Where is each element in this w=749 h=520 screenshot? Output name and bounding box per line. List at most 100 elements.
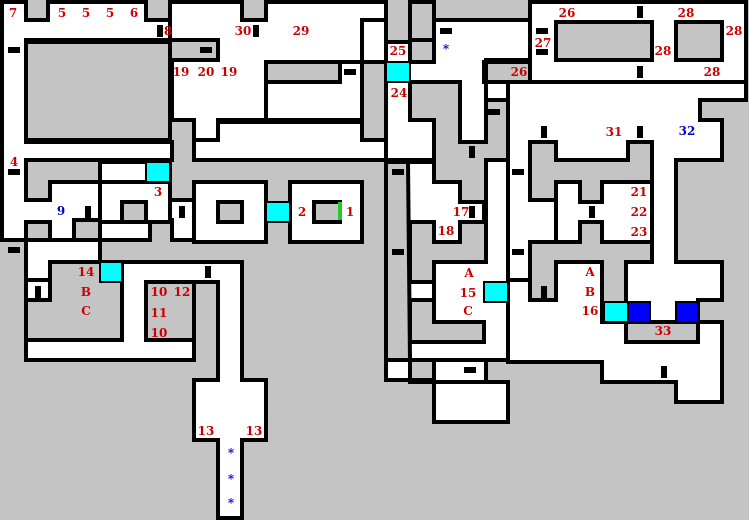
- door: [8, 169, 20, 175]
- room-label-r5b: 5: [81, 6, 91, 20]
- room-16: [506, 260, 724, 404]
- door: [205, 266, 211, 278]
- room-label-r19b: 19: [220, 65, 238, 79]
- room-24: [384, 18, 532, 162]
- pillar: [312, 200, 342, 224]
- door: [661, 366, 667, 378]
- secret-door: [338, 202, 342, 220]
- room-label-r28d: 28: [703, 65, 721, 79]
- pit-tile: [627, 301, 651, 323]
- door: [253, 25, 259, 37]
- door: [200, 47, 212, 53]
- room-label-r33: 33: [654, 324, 672, 338]
- pillar: [24, 40, 172, 142]
- room-21-23: [554, 180, 654, 244]
- room-label-r31: 31: [605, 125, 623, 139]
- room-label-r26b: 26: [510, 65, 528, 79]
- room-label-r26a: 26: [558, 6, 576, 20]
- room-label-r22: 22: [630, 205, 648, 219]
- room-label-r25: 25: [389, 44, 407, 58]
- pillar: [216, 200, 244, 224]
- room-bottom: [432, 380, 510, 424]
- room-label-star-2: *: [227, 472, 235, 486]
- room-label-r30: 30: [234, 24, 252, 38]
- door: [589, 206, 595, 218]
- room-label-r18: 18: [437, 224, 455, 238]
- door: [637, 66, 643, 78]
- water-tile: [385, 61, 411, 83]
- door: [344, 69, 356, 75]
- room-label-r32: 32: [678, 124, 696, 138]
- door: [157, 25, 163, 37]
- door: [35, 286, 41, 298]
- room-label-r20: 20: [197, 65, 215, 79]
- room-label-r9: 9: [56, 204, 66, 218]
- water-tile: [603, 301, 629, 323]
- room-label-r1: 1: [345, 205, 355, 219]
- room-label-rC1: C: [81, 304, 91, 318]
- room-label-r28b: 28: [654, 44, 672, 58]
- room-label-r10a: 10: [150, 285, 168, 299]
- pillar: [554, 20, 654, 62]
- door: [637, 126, 643, 138]
- door: [179, 206, 185, 218]
- room-label-r13a: 13: [197, 424, 215, 438]
- room-label-r29: 29: [292, 24, 310, 38]
- door: [392, 169, 404, 175]
- room-label-r5a: 5: [57, 6, 67, 20]
- water-tile: [265, 201, 291, 223]
- water-tile: [483, 281, 509, 303]
- door: [488, 109, 500, 115]
- room-label-r12: 12: [173, 285, 191, 299]
- door: [8, 247, 20, 253]
- central-corridor: [192, 120, 488, 384]
- room-label-r16: 16: [581, 304, 599, 318]
- pillar: [120, 200, 148, 224]
- room-label-r11: 11: [150, 306, 168, 320]
- water-tile: [99, 261, 123, 283]
- door: [541, 286, 547, 298]
- door: [536, 28, 548, 34]
- room-label-r21: 21: [630, 185, 648, 199]
- room-label-r23: 23: [630, 225, 648, 239]
- room-label-r6: 6: [129, 6, 139, 20]
- room-label-r13b: 13: [245, 424, 263, 438]
- room-label-r17: 17: [452, 205, 470, 219]
- room-label-star-1: *: [227, 446, 235, 460]
- door: [469, 206, 475, 218]
- room-label-r28c: 28: [725, 24, 743, 38]
- room-label-rB1: B: [80, 285, 92, 299]
- room-label-star-top: *: [442, 42, 450, 56]
- door: [464, 367, 476, 373]
- room-label-r24: 24: [390, 86, 408, 100]
- room-label-r5c: 5: [105, 6, 115, 20]
- door: [541, 126, 547, 138]
- room-label-r15: 15: [459, 286, 477, 300]
- pillar: [674, 20, 724, 62]
- pillar: [408, 0, 436, 42]
- door: [440, 28, 452, 34]
- room-label-r14: 14: [77, 265, 95, 279]
- room-label-r28a: 28: [677, 6, 695, 20]
- door: [85, 206, 91, 218]
- room-label-r27: 27: [534, 36, 552, 50]
- door: [512, 169, 524, 175]
- door: [536, 49, 548, 55]
- pit-tile: [675, 301, 699, 323]
- room-label-rA3: A: [585, 265, 595, 279]
- room-label-r3: 3: [153, 185, 163, 199]
- room-label-r7: 7: [8, 6, 18, 20]
- door: [392, 249, 404, 255]
- room-label-r10b: 10: [150, 326, 168, 340]
- room-label-rB3: B: [584, 285, 596, 299]
- door: [469, 146, 475, 158]
- room-label-r2: 2: [297, 205, 307, 219]
- room-label-rC2: C: [463, 304, 473, 318]
- room-label-rA2: A: [464, 266, 474, 280]
- door: [8, 47, 20, 53]
- pillar: [144, 280, 196, 342]
- door: [512, 249, 524, 255]
- room-label-r19a: 19: [172, 65, 190, 79]
